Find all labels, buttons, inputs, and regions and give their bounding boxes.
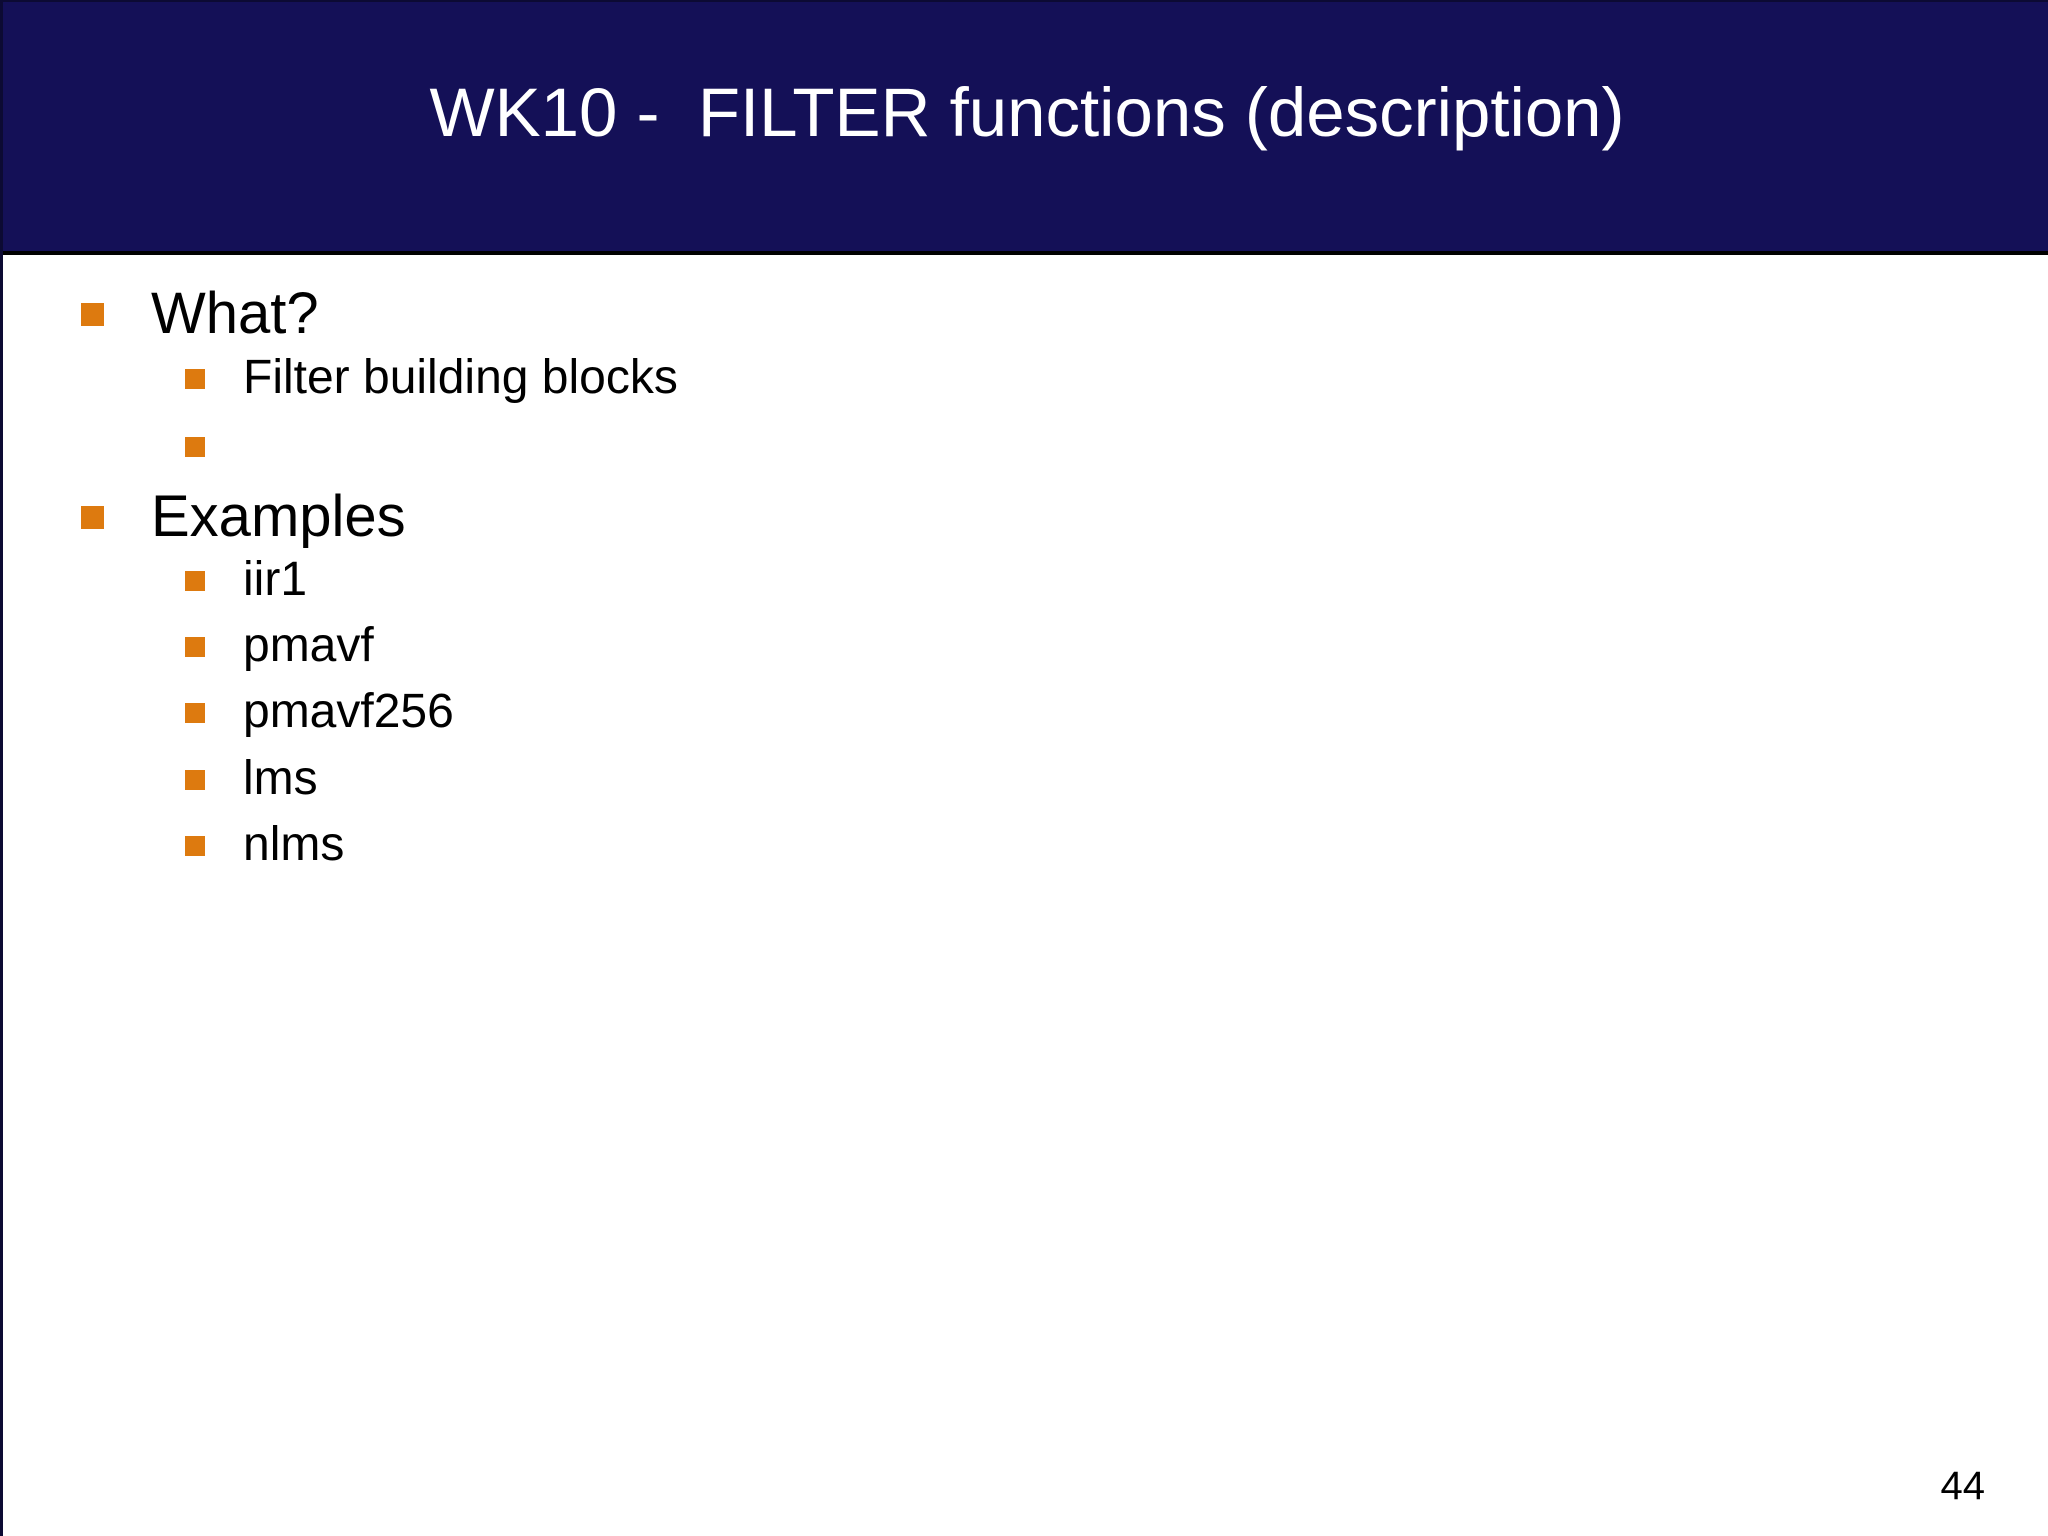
square-bullet-icon [185,770,205,790]
square-bullet-icon [81,506,104,529]
bullet-label: pmavf [243,619,374,672]
bullet-item-level2: nlms [185,817,344,873]
bullet-label: nlms [243,818,345,871]
bullet-item-level1: Examples [81,484,406,550]
bullet-label: iir1 [243,553,308,606]
bullet-item-level2: pmavf256 [185,684,454,740]
square-bullet-icon [81,303,104,326]
slide-title-band: WK10 - FILTER functions (description) [3,2,2048,255]
bullet-label: What? [151,281,319,346]
bullet-label: Examples [151,484,406,549]
square-bullet-icon [185,369,205,389]
bullet-item-level1: What? [81,281,319,347]
bullet-label: Filter building blocks [243,351,678,404]
slide-title: WK10 - FILTER functions (description) [429,74,1625,151]
bullet-item-level2 [185,418,243,457]
bullet-item-level2: iir1 [185,552,307,608]
square-bullet-icon [185,437,205,457]
bullet-item-level2: lms [185,751,318,807]
square-bullet-icon [185,836,205,856]
square-bullet-icon [185,637,205,657]
page-number: 44 [1940,1464,1986,1508]
square-bullet-icon [185,571,205,591]
bullet-label: lms [243,752,318,805]
square-bullet-icon [185,703,205,723]
bullet-label: pmavf256 [243,685,454,738]
bullet-item-level2: pmavf [185,618,374,674]
bullet-item-level2: Filter building blocks [185,350,678,406]
